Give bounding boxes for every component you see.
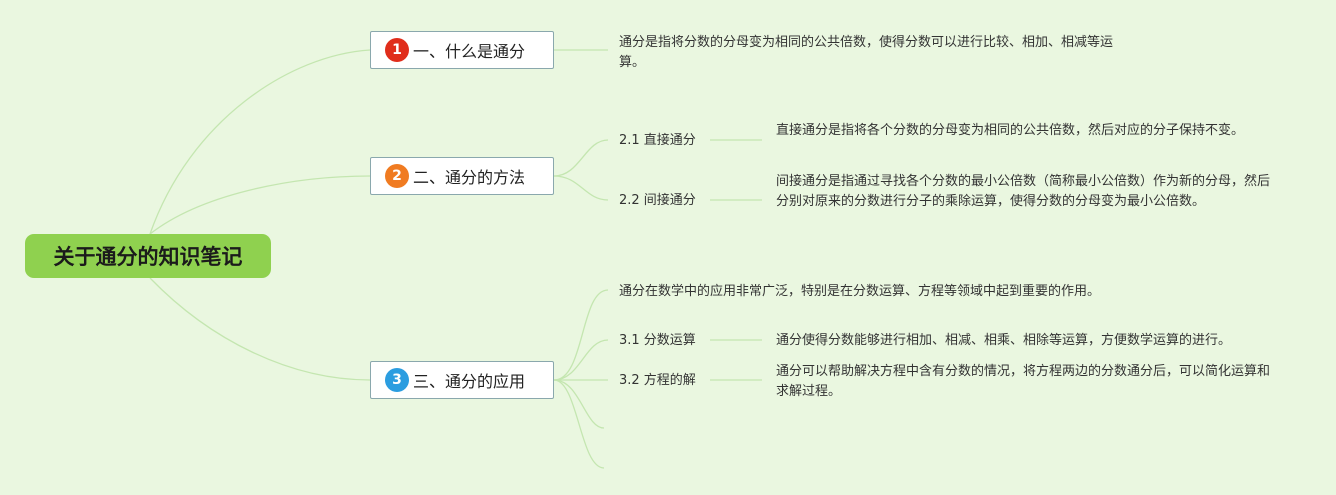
subtopic-label[interactable]: 2.2 间接通分 — [619, 193, 696, 208]
topic-node-2[interactable]: 2 二、通分的方法 — [370, 157, 554, 195]
topic-title: 三、通分的应用 — [413, 372, 526, 391]
subtopic-label[interactable]: 3.2 方程的解 — [619, 373, 696, 388]
number-badge-icon: 1 — [385, 38, 409, 62]
topic-title: 一、什么是通分 — [413, 42, 526, 61]
subtopic-description: 间接通分是指通过寻找各个分数的最小公倍数（简称最小公倍数）作为新的分母，然后分别… — [776, 174, 1271, 209]
root-title: 关于通分的知识笔记 — [53, 245, 243, 269]
link-root-topic3 — [149, 277, 371, 381]
link-root-topic2 — [149, 175, 371, 235]
subtopic-label[interactable]: 3.1 分数运算 — [619, 333, 696, 348]
link-topic3-empty2 — [553, 379, 605, 469]
subtopic-description: 通分可以帮助解决方程中含有分数的情况，将方程两边的分数通分后，可以简化运算和求解… — [776, 364, 1271, 399]
topic1-description: 通分是指将分数的分母变为相同的公共倍数，使得分数可以进行比较、相加、相减等运算。 — [619, 35, 1114, 70]
number-badge-icon: 2 — [385, 164, 409, 188]
subtopic-description: 直接通分是指将各个分数的分母变为相同的公共倍数，然后对应的分子保持不变。 — [776, 123, 1245, 138]
topic-node-1[interactable]: 1 一、什么是通分 — [370, 31, 554, 69]
link-topic3-intro — [553, 289, 609, 381]
subtopic-label[interactable]: 2.1 直接通分 — [619, 133, 696, 148]
topic-node-3[interactable]: 3 三、通分的应用 — [370, 361, 554, 399]
link-topic2-sub2 — [553, 175, 609, 201]
link-topic3-sub1 — [553, 339, 609, 381]
topic-title: 二、通分的方法 — [413, 168, 526, 187]
root-node[interactable]: 关于通分的知识笔记 — [25, 234, 271, 278]
link-topic3-empty1 — [553, 379, 605, 429]
topic3-intro: 通分在数学中的应用非常广泛，特别是在分数运算、方程等领域中起到重要的作用。 — [619, 284, 1101, 299]
link-root-topic1 — [149, 49, 371, 235]
subtopic-description: 通分使得分数能够进行相加、相减、相乘、相除等运算，方便数学运算的进行。 — [776, 333, 1232, 348]
link-topic2-sub1 — [553, 139, 609, 177]
number-badge-icon: 3 — [385, 368, 409, 392]
